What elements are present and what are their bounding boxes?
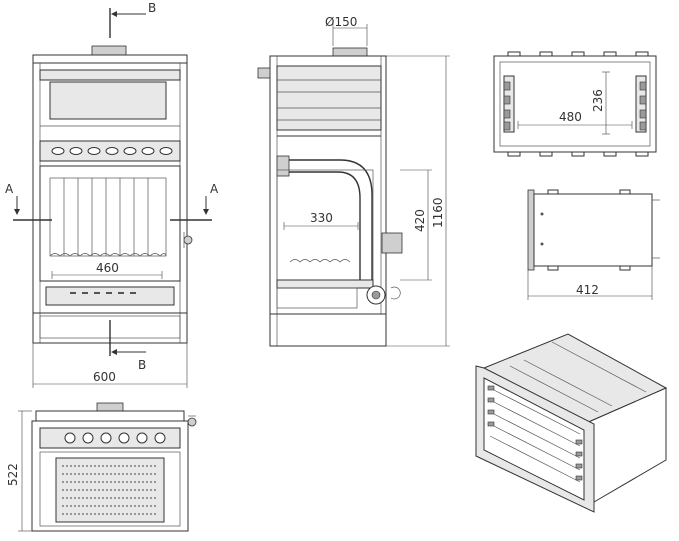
front-view: A A B B 460 600 — [5, 1, 219, 388]
grate-wave — [49, 253, 167, 257]
oven-trim — [39, 69, 181, 81]
flue-collar — [91, 45, 127, 56]
flue-pipe-outer — [285, 159, 373, 280]
plan-grate-slots — [62, 465, 158, 515]
insert-top-clips — [507, 51, 649, 157]
section-a-right-label: A — [210, 182, 219, 196]
side-flue-collar — [332, 47, 368, 57]
iso-inner-rails — [487, 385, 583, 483]
section-b-bottom-label: B — [138, 358, 146, 372]
insert-frame — [493, 55, 657, 153]
insert-side-body — [533, 193, 653, 267]
top-plate — [32, 54, 188, 64]
dim-236: 236 — [591, 89, 605, 112]
side-section-view: Ø150 330 420 1160 — [257, 15, 450, 347]
flue-pipe-inner — [285, 171, 361, 280]
oven-insert-front-view: 480 236 — [493, 51, 657, 157]
firebox — [39, 165, 181, 282]
section-a-left-label: A — [5, 182, 14, 196]
plan-body — [31, 420, 189, 532]
oven-window — [49, 81, 167, 120]
dim-600: 600 — [93, 370, 116, 384]
side-knob — [257, 67, 271, 79]
firebox-ribs — [63, 178, 149, 256]
dim-1160: 1160 — [431, 197, 445, 228]
plan-hob-knobs — [64, 432, 166, 444]
side-handle — [183, 235, 193, 245]
dim-diameter-150: Ø150 — [325, 15, 357, 29]
side-grate — [289, 259, 351, 263]
oven-insert-isometric — [475, 333, 668, 513]
oven-insert-side-view: 412 — [527, 189, 660, 300]
firebox-back-panel — [49, 177, 167, 257]
insert-right-rails — [635, 75, 647, 133]
side-control-box — [381, 232, 403, 254]
dim-480: 480 — [559, 110, 582, 124]
ash-drawer-holes — [70, 292, 136, 294]
top-plan-view: 522 — [6, 402, 197, 532]
section-b-top-label: B — [148, 1, 156, 15]
dim-420: 420 — [413, 209, 427, 232]
plan-flue-collar — [96, 402, 124, 412]
oven-section — [276, 65, 382, 131]
insert-left-rails — [503, 75, 515, 133]
dim-330: 330 — [310, 211, 333, 225]
dim-412: 412 — [576, 283, 599, 297]
ash-drawer — [45, 286, 175, 306]
dim-460: 460 — [96, 261, 119, 275]
dim-522: 522 — [6, 463, 20, 486]
control-knobs — [51, 147, 173, 155]
